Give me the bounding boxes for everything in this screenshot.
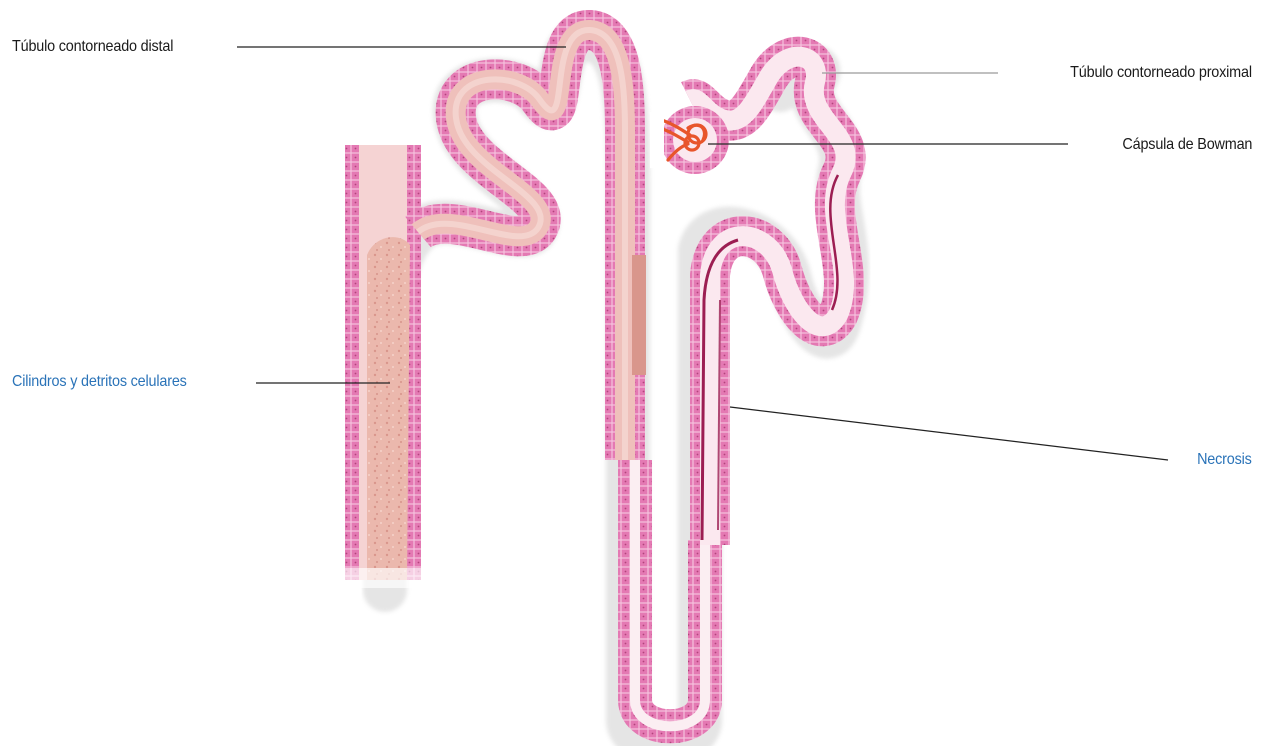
casts-debris-label: Cilindros y detritos celulares xyxy=(12,372,187,392)
leader-necrosis xyxy=(730,407,1168,460)
distal-cast xyxy=(632,255,646,375)
bowman-capsule-label: Cápsula de Bowman xyxy=(1122,135,1252,155)
necrosis-label: Necrosis xyxy=(1197,450,1252,470)
cellular-cast xyxy=(367,237,410,580)
distal-tubule-label: Túbulo contorneado distal xyxy=(12,37,173,57)
distal-tubule xyxy=(418,30,646,460)
proximal-tubule-label: Túbulo contorneado proximal xyxy=(1070,63,1252,83)
bowman-capsule xyxy=(650,106,729,174)
